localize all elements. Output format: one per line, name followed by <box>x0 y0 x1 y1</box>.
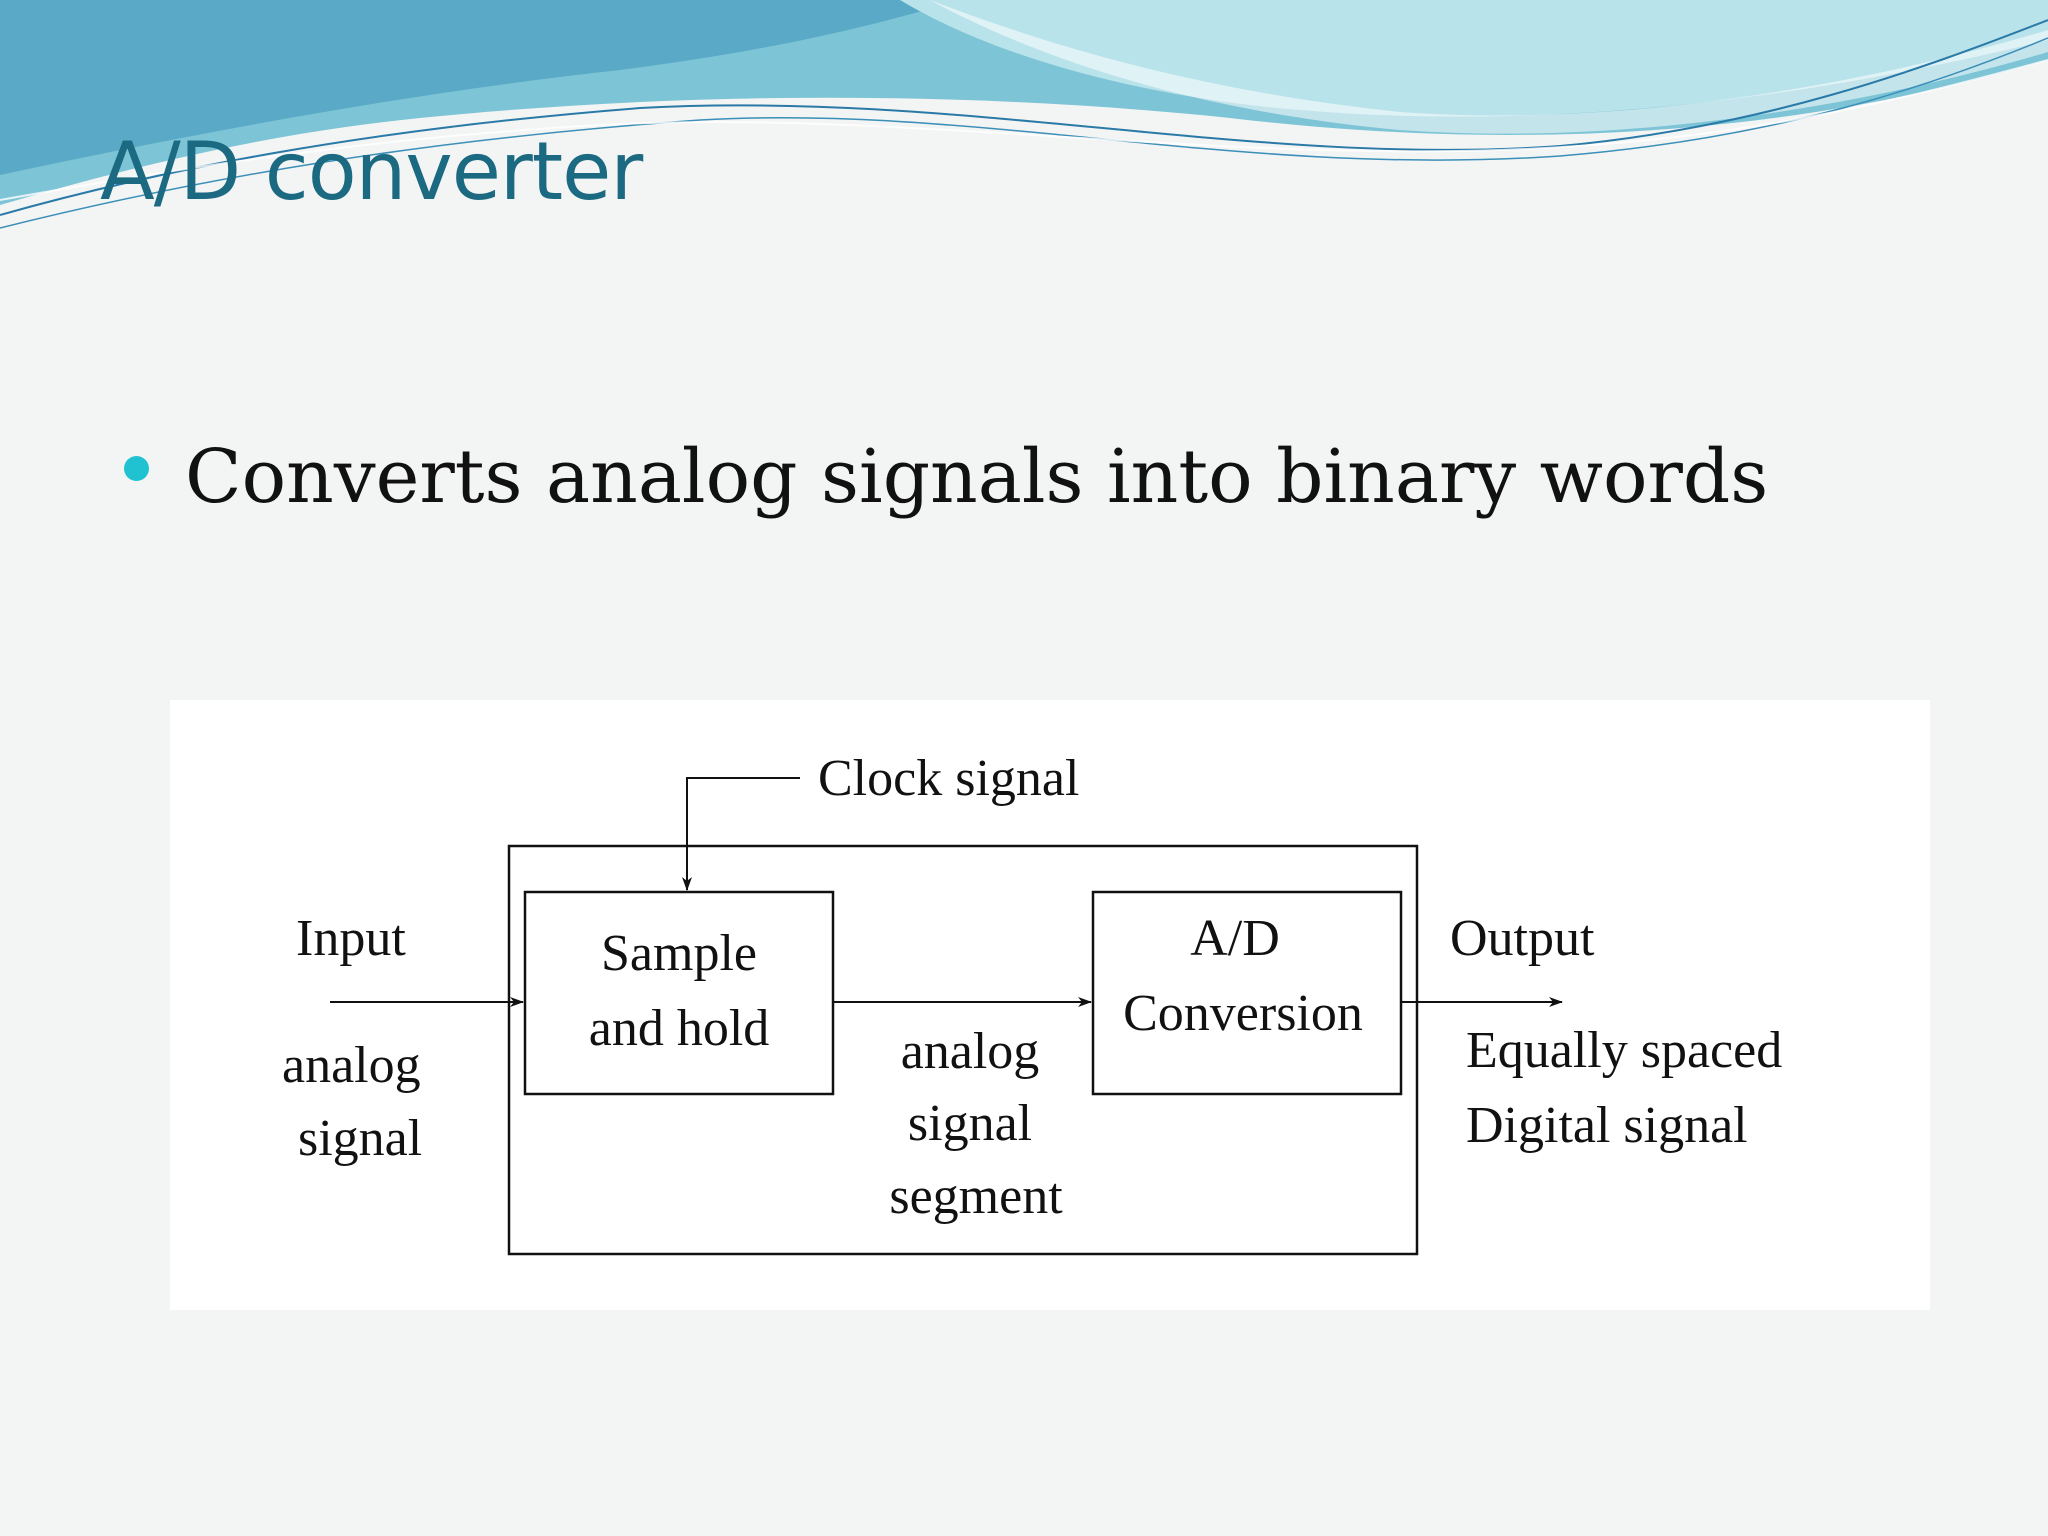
sample-hold-label-line1: Sample <box>601 925 757 982</box>
input-sub-label-line2: signal <box>298 1110 422 1167</box>
ad-conversion-block <box>1091 890 1403 1096</box>
clock-signal-arrow <box>682 777 800 891</box>
converter-outer-box <box>507 844 1419 1256</box>
slide-title: A/D converter <box>100 125 643 218</box>
intermediate-label-line2: signal <box>908 1095 1032 1152</box>
ad-block-label-line2: Conversion <box>1123 985 1363 1042</box>
wave-band-dark <box>0 0 960 175</box>
wave-line-3 <box>0 59 2048 201</box>
output-label: Output <box>1450 910 1595 967</box>
intermediate-label-line1: analog <box>901 1023 1040 1080</box>
sample-hold-block <box>523 890 835 1096</box>
output-sub-label-line1: Equally spaced <box>1466 1022 1782 1079</box>
wave-highlight <box>930 0 2048 134</box>
bullet-item: Converts analog signals into binary word… <box>124 432 1768 522</box>
ad-converter-figure: Clock signal Input analog signal Sample … <box>170 700 1930 1310</box>
ad-converter-block-diagram: Clock signal Input analog signal Sample … <box>282 750 1782 1256</box>
output-sub-label-line2: Digital signal <box>1466 1097 1748 1154</box>
clock-signal-label: Clock signal <box>818 750 1079 807</box>
sample-hold-label-line2: and hold <box>589 1000 770 1057</box>
intermediate-label-line3: segment <box>889 1168 1063 1225</box>
bullet-dot-icon <box>124 455 149 481</box>
input-label: Input <box>296 910 406 967</box>
header-wave-decoration <box>0 0 2048 229</box>
wave-line-1 <box>0 19 2048 216</box>
ad-block-label-line1: A/D <box>1190 910 1280 967</box>
input-sub-label-line1: analog <box>282 1037 421 1094</box>
bullet-text: Converts analog signals into binary word… <box>185 434 1769 520</box>
